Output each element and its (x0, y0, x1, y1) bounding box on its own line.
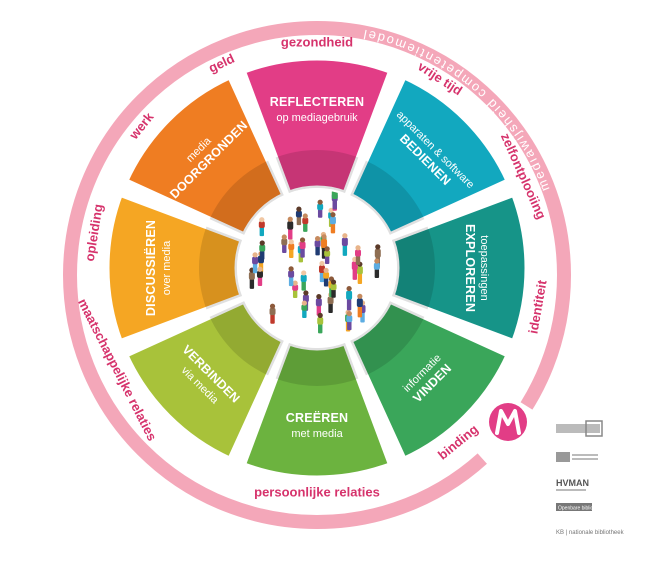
person-figure (331, 190, 338, 210)
segment-title-discussieren: DISCUSSIËREN (143, 220, 158, 316)
person-figure (252, 252, 259, 274)
segment-subtitle-exploreren: toepassingen (478, 235, 490, 300)
partner-logo-2 (556, 452, 598, 462)
domain-label: identiteit (525, 278, 549, 335)
person-figure (288, 239, 295, 258)
person-figure (330, 279, 337, 298)
segment-subtitle-creeren: met media (291, 428, 343, 440)
person-figure (302, 213, 309, 232)
partner-logo-1 (556, 420, 603, 437)
person-figure (317, 312, 324, 334)
person-figure (314, 235, 321, 256)
domain-label: gezondheid (281, 34, 353, 49)
segment-subtitle-discussieren: over media (161, 240, 173, 295)
person-figure (287, 216, 294, 240)
segment-title-creeren: CREËREN (286, 410, 349, 425)
svg-text:KB | nationale bibliotheek: KB | nationale bibliotheek (556, 530, 625, 536)
person-figure (315, 293, 322, 316)
people-illustration (248, 190, 381, 334)
person-figure (329, 212, 336, 234)
person-figure (346, 285, 353, 311)
svg-text:HVMAN: HVMAN (556, 478, 589, 488)
person-figure (299, 237, 306, 258)
center-hub (237, 188, 397, 348)
person-figure (259, 240, 266, 260)
person-figure (269, 303, 276, 324)
person-figure (346, 311, 353, 331)
person-figure (256, 266, 263, 287)
partner-logo-openbare-bibliotheek: Openbare bibliotheek (556, 503, 606, 512)
person-figure (356, 293, 363, 318)
person-figure (288, 266, 295, 287)
mediawijsheid-logo (489, 403, 527, 441)
person-figure (355, 245, 362, 265)
person-figure (300, 270, 307, 291)
person-figure (295, 206, 302, 226)
segment-reflecteren: REFLECTEREN op mediagebruik (240, 55, 394, 196)
partner-logos: HVMAN Openbare bibliotheek KB | national… (556, 420, 625, 536)
segment-creeren: CREËREN met media (240, 340, 394, 481)
svg-text:Openbare bibliotheek: Openbare bibliotheek (558, 506, 606, 512)
person-figure (281, 234, 288, 254)
person-figure (317, 199, 324, 218)
partner-logo-hvman: HVMAN (556, 478, 589, 491)
segments-layer: REFLECTEREN op mediagebruikBEDIENENappara… (104, 55, 530, 481)
person-figure (341, 233, 348, 256)
segment-subtitle-reflecteren: op mediagebruik (276, 112, 358, 124)
person-figure (258, 217, 265, 237)
person-figure (318, 260, 325, 283)
partner-logo-kb: KB | nationale bibliotheek (556, 530, 625, 536)
outer-ring (63, 21, 571, 529)
person-figure (324, 246, 331, 265)
person-figure (292, 280, 299, 299)
segment-title-exploreren: EXPLOREREN (463, 224, 477, 312)
domain-label: persoonlijke relaties (254, 484, 380, 499)
person-figure (301, 300, 308, 319)
person-figure (373, 258, 380, 279)
person-figure (323, 267, 330, 287)
segment-title-reflecteren: REFLECTEREN (270, 95, 365, 109)
